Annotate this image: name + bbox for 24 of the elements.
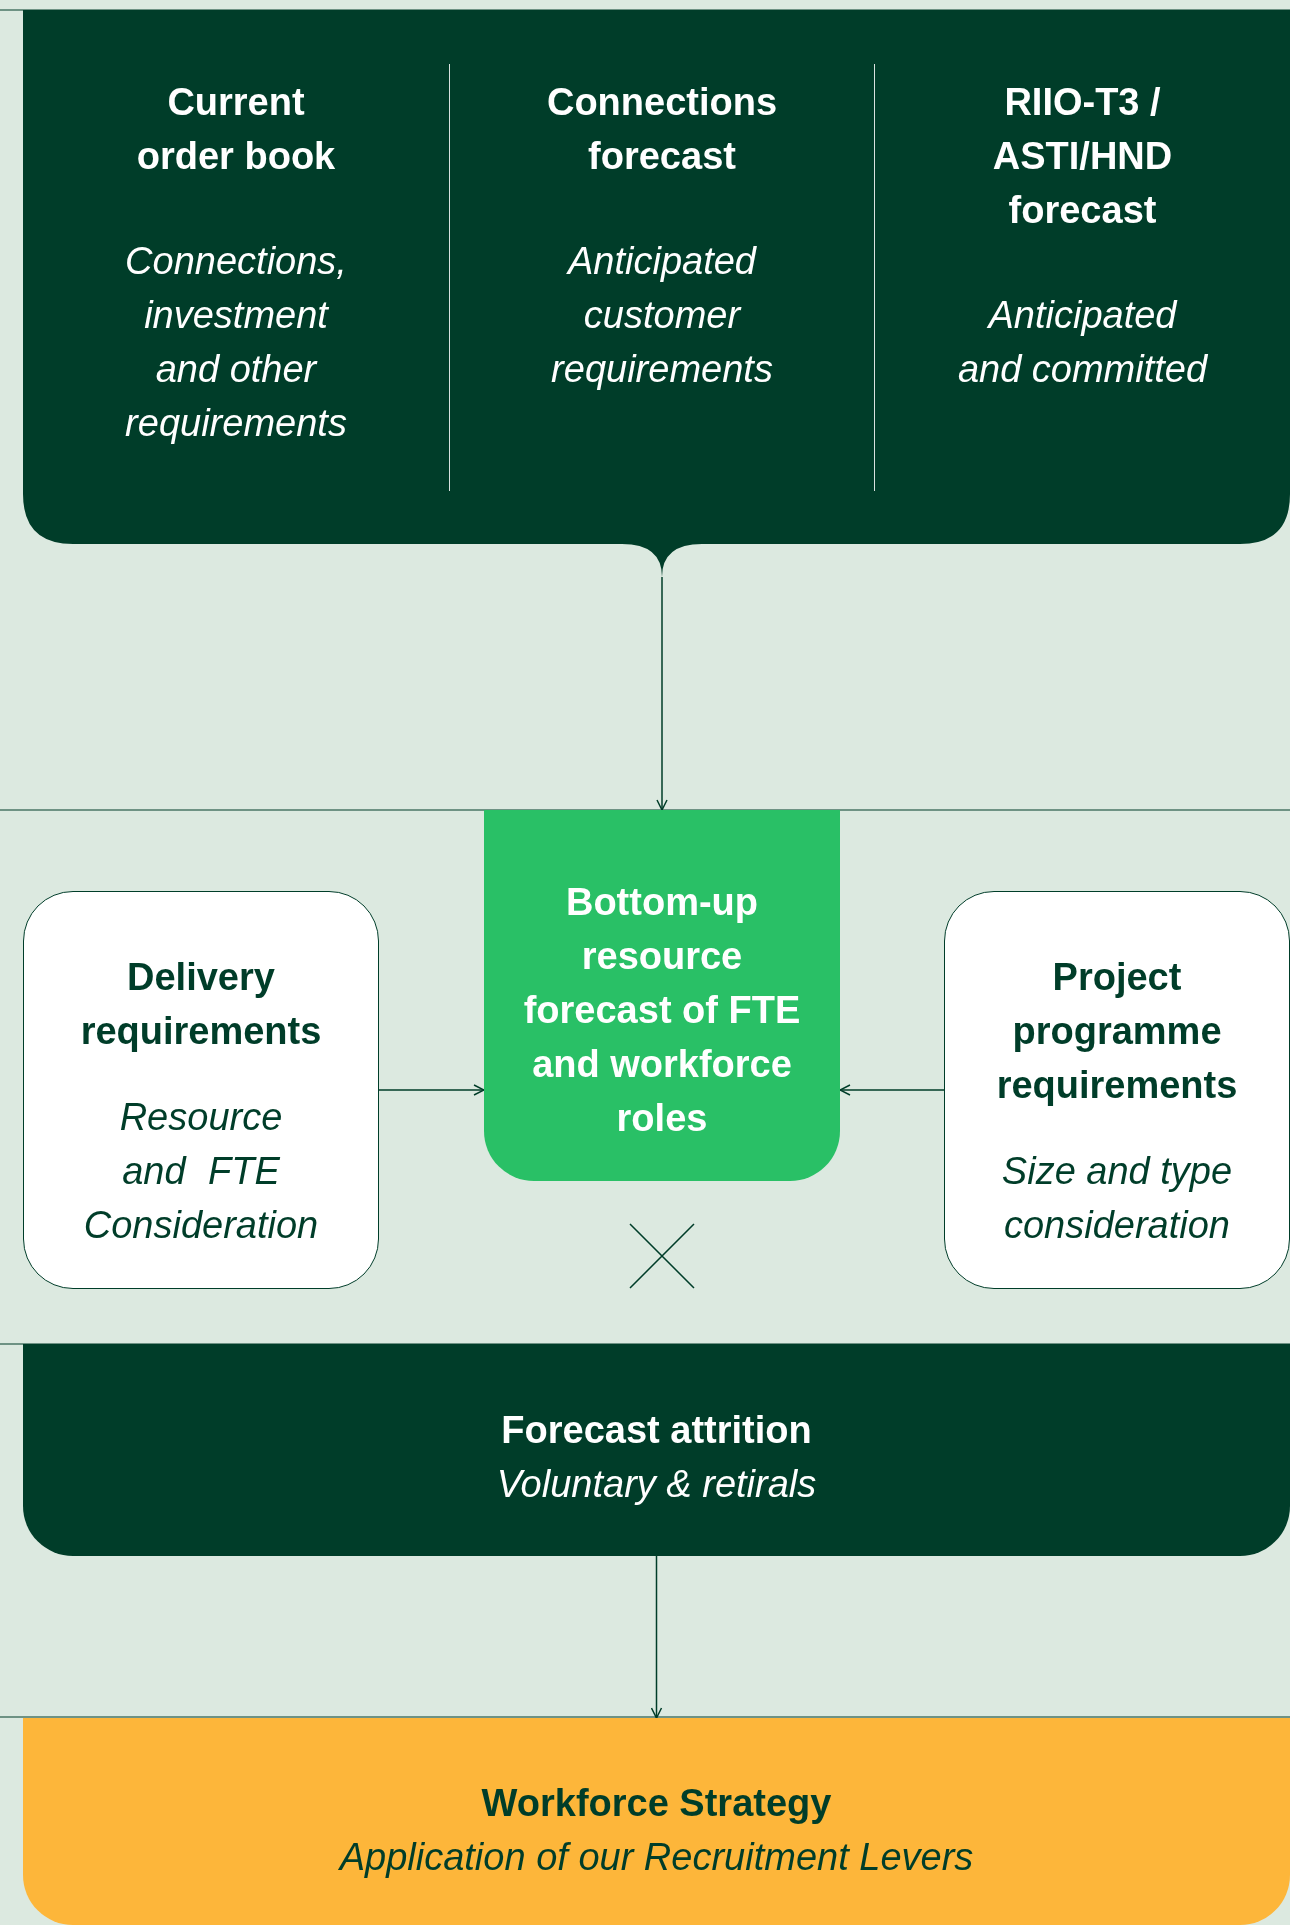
arrow — [839, 1084, 945, 1096]
description-text: Voluntary & retirals — [496, 1462, 817, 1507]
arrow — [656, 576, 668, 811]
forecast-box — [484, 810, 840, 1181]
description-text: Anticipated and committed — [956, 293, 1209, 392]
heading-text: Forecast attrition — [501, 1408, 812, 1453]
input-card — [944, 891, 1290, 1289]
description-text: Resource and FTE Consideration — [82, 1095, 320, 1248]
heading-text: Connections forecast — [545, 80, 779, 179]
heading-text: Delivery requirements — [79, 955, 323, 1054]
heading-text: RIIO-T3 / ASTI/HND forecast — [991, 80, 1174, 233]
description-text: Application of our Recruitment Levers — [339, 1835, 974, 1880]
input-card — [23, 891, 379, 1289]
attrition-band — [23, 1344, 1290, 1556]
heading-text: Workforce Strategy — [481, 1781, 832, 1826]
strategy-band — [23, 1718, 1290, 1925]
arrow — [378, 1084, 485, 1096]
heading-text: Current order book — [135, 80, 337, 179]
description-text: Size and type consideration — [1000, 1149, 1234, 1248]
heading-text: Bottom-up resource forecast of FTE and workforce roles — [522, 880, 802, 1141]
heading-text: Project programme requirements — [995, 955, 1239, 1108]
description-text: Anticipated customer requirements — [550, 239, 774, 392]
description-text: Connections, investment and other requirements — [124, 239, 348, 446]
arrow — [650, 1555, 663, 1719]
